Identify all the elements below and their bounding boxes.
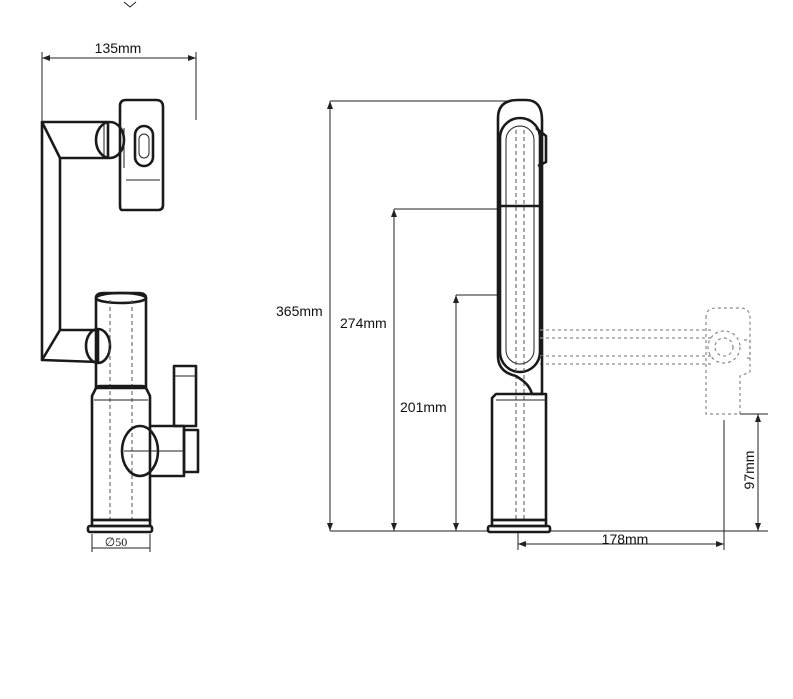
spout-head: [40, 98, 165, 212]
ghost-rotated-spout: [540, 307, 751, 415]
spout-arm: [496, 98, 548, 520]
vertical-arm: [40, 122, 112, 365]
side-view: 365mm 274mm 201mm: [276, 98, 768, 550]
reach-dimension: 178mm: [517, 420, 725, 550]
front-base: [86, 518, 154, 534]
side-body: [486, 355, 552, 534]
front-view: 135mm: [40, 40, 200, 552]
width-label: 135mm: [95, 40, 142, 56]
height-lower-label: 201mm: [400, 399, 447, 415]
height-dimension-total: 365mm: [276, 100, 512, 531]
lever-handle: [120, 364, 200, 478]
height-dimension-upper: 274mm: [340, 208, 498, 531]
clearance-label: 97mm: [741, 451, 757, 490]
height-upper-label: 274mm: [340, 315, 387, 331]
diameter-dimension: ∅50: [91, 534, 151, 552]
width-dimension: 135mm: [41, 40, 197, 130]
reach-label: 178mm: [602, 531, 649, 547]
diameter-label: ∅50: [105, 535, 127, 549]
height-dimension-lower: 201mm: [400, 294, 498, 531]
stray-mark: [123, 1, 137, 8]
height-total-label: 365mm: [276, 303, 323, 319]
clearance-dimension: 97mm: [550, 413, 768, 532]
body-column: [90, 291, 152, 522]
